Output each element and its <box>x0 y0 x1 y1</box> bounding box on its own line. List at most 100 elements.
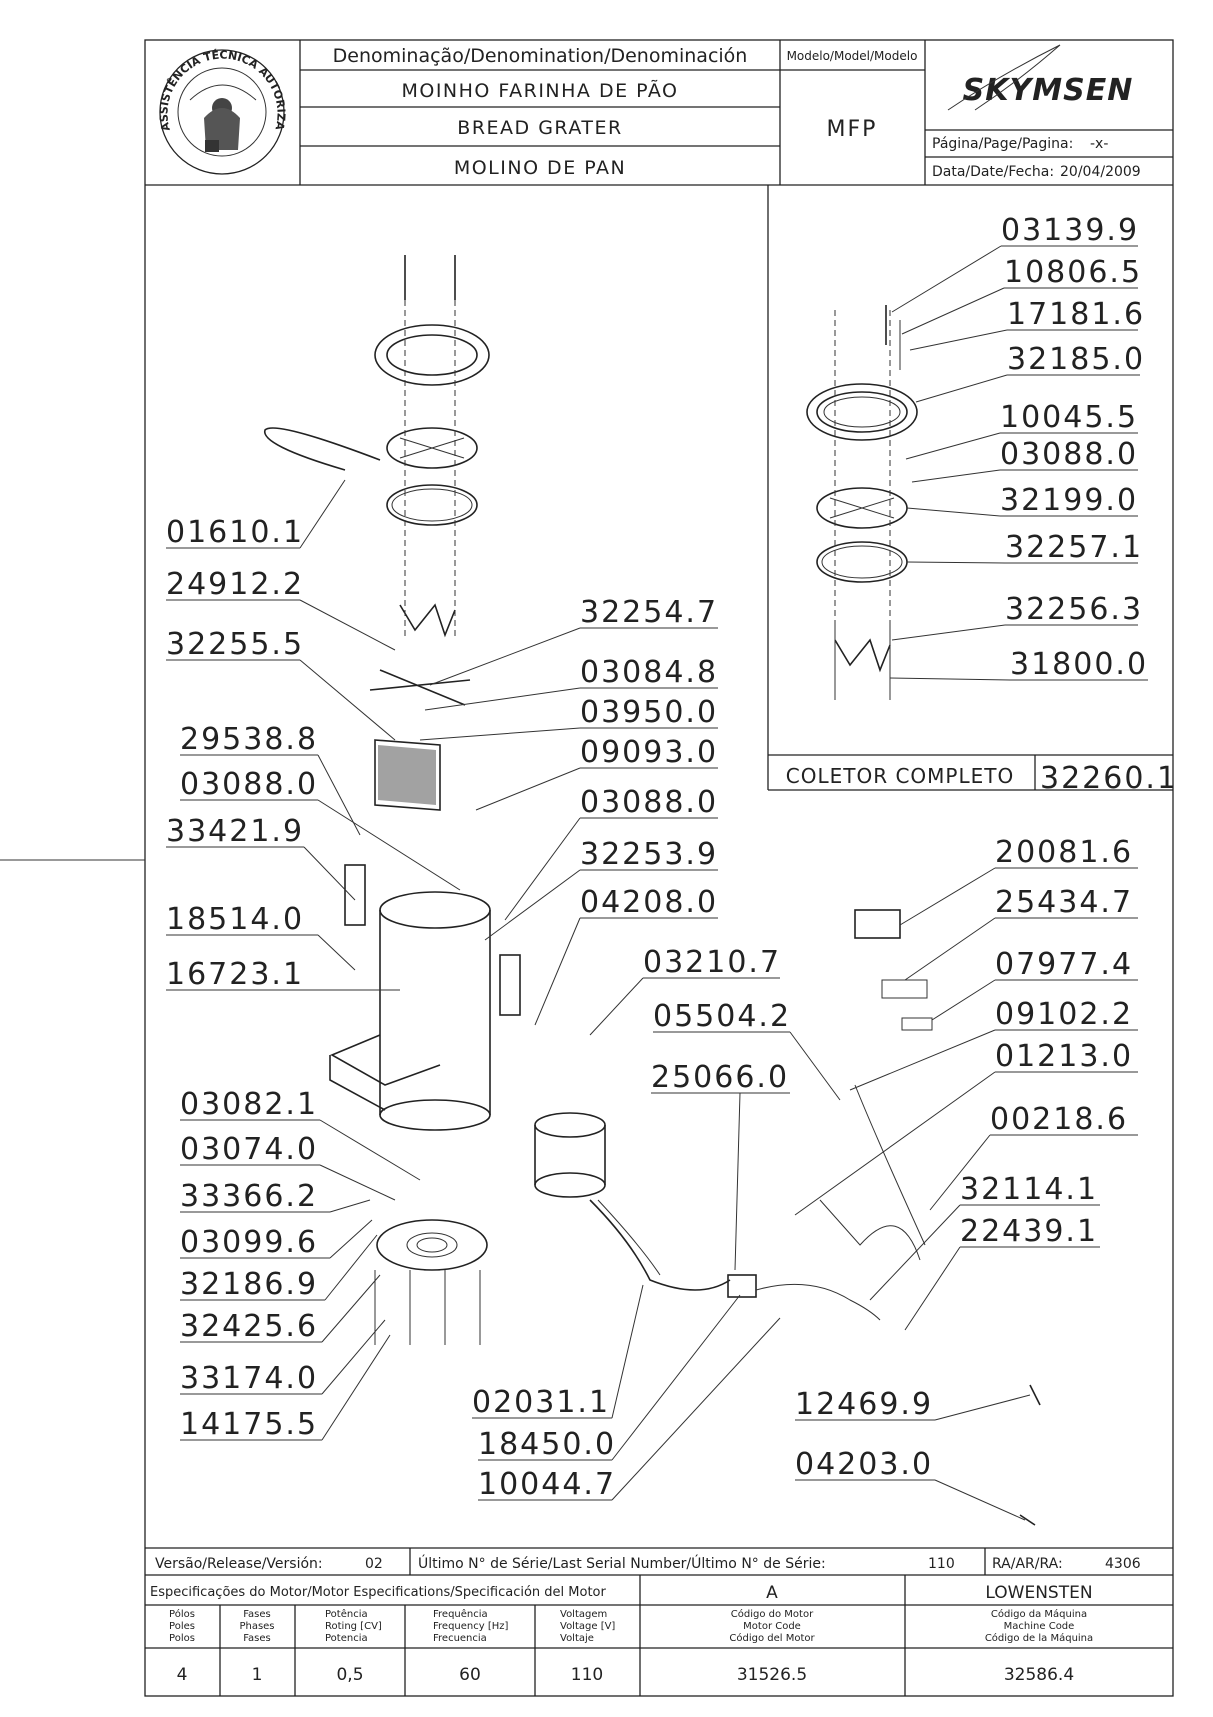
svg-text:Fases: Fases <box>243 1609 271 1620</box>
part-number: 01213.0 <box>995 1039 1133 1074</box>
part-number: 10806.5 <box>1004 255 1142 290</box>
title-block <box>145 40 1173 186</box>
part-number: 18514.0 <box>166 902 304 937</box>
gasket-cord <box>264 427 381 471</box>
svg-text:Código da Máquina: Código da Máquina <box>991 1608 1087 1620</box>
part-number: 16723.1 <box>166 957 304 992</box>
poles-value: 4 <box>177 1665 188 1685</box>
phases-value: 1 <box>252 1665 263 1685</box>
part-number: 03082.1 <box>180 1087 318 1122</box>
part-number: 25434.7 <box>995 885 1133 920</box>
machine-code-value: 32586.4 <box>1004 1665 1074 1685</box>
voltage-value: 110 <box>571 1665 603 1685</box>
motor-variant: A <box>766 1583 778 1603</box>
svg-text:Motor Code: Motor Code <box>743 1621 801 1632</box>
collector-label: COLETOR COMPLETO <box>786 764 1014 788</box>
svg-text:Roting [CV]: Roting [CV] <box>325 1621 382 1632</box>
drawing-frame <box>144 39 1174 1697</box>
version-value: 02 <box>365 1556 383 1572</box>
ra-label: RA/AR/RA: <box>992 1556 1063 1572</box>
ra-value: 4306 <box>1105 1556 1141 1572</box>
part-number: 03950.0 <box>580 695 718 730</box>
svg-text:Fases: Fases <box>243 1633 271 1644</box>
part-number: 33366.2 <box>180 1179 318 1214</box>
motor-code-value: 31526.5 <box>737 1665 807 1685</box>
part-number: 04203.0 <box>795 1447 933 1482</box>
manufacturer: LOWENSTEN <box>985 1583 1092 1603</box>
part-number: 03210.7 <box>643 945 781 980</box>
svg-text:Frecuencia: Frecuencia <box>433 1633 487 1644</box>
date-value: 20/04/2009 <box>1060 164 1141 180</box>
part-number: 32253.9 <box>580 837 718 872</box>
svg-text:Código do Motor: Código do Motor <box>731 1608 814 1620</box>
part-number: 17181.6 <box>1007 297 1145 332</box>
svg-text:Poles: Poles <box>169 1621 195 1632</box>
part-number: 32199.0 <box>1000 483 1138 518</box>
part-number: 03088.0 <box>180 767 318 802</box>
grater-assembly-drawing <box>264 255 1041 1526</box>
part-number: 03084.8 <box>580 655 718 690</box>
part-number: 01610.1 <box>166 515 304 550</box>
part-number: 03074.0 <box>180 1132 318 1167</box>
date-label: Data/Date/Fecha: <box>932 164 1054 180</box>
part-number: 29538.8 <box>180 722 318 757</box>
part-number: 24912.2 <box>166 567 304 602</box>
page-value: -x- <box>1090 136 1108 152</box>
motor-spec-label: Especificações do Motor/Motor Especifica… <box>150 1585 606 1600</box>
leader-lines <box>166 245 1148 1521</box>
part-number: 03139.9 <box>1001 213 1139 248</box>
svg-text:Voltage [V]: Voltage [V] <box>560 1621 615 1632</box>
brand-swoosh <box>947 44 1061 111</box>
svg-text:Polos: Polos <box>169 1633 195 1644</box>
collector-box <box>767 185 1173 791</box>
part-number: 04208.0 <box>580 885 718 920</box>
part-number: 32254.7 <box>580 595 718 630</box>
denomination-label: Denominação/Denomination/Denominación <box>333 45 748 67</box>
part-number: 31800.0 <box>1010 647 1148 682</box>
part-number: 32256.3 <box>1005 592 1143 627</box>
part-number: 22439.1 <box>960 1214 1098 1249</box>
part-number: 03099.6 <box>180 1225 318 1260</box>
part-number: 32186.9 <box>180 1267 318 1302</box>
part-number: 18450.0 <box>478 1427 616 1462</box>
power-value: 0,5 <box>336 1665 363 1685</box>
part-number: 10045.5 <box>1000 400 1138 435</box>
footer-table <box>145 1547 1173 1696</box>
svg-text:Código del Motor: Código del Motor <box>729 1632 815 1644</box>
svg-text:Potencia: Potencia <box>325 1633 368 1644</box>
serial-value: 110 <box>928 1556 955 1572</box>
part-number: 32257.1 <box>1005 530 1143 565</box>
svg-text:Frequência: Frequência <box>433 1608 488 1620</box>
name-spanish: MOLINO DE PAN <box>454 157 626 179</box>
model-value: MFP <box>827 117 878 142</box>
svg-text:Machine Code: Machine Code <box>1004 1621 1075 1632</box>
serial-label: Último N° de Série/Last Serial Number/Úl… <box>418 1554 826 1572</box>
svg-text:Código de la Máquina: Código de la Máquina <box>985 1632 1093 1644</box>
column-headers: Pólos Poles Polos Fases Phases Fases Pot… <box>169 1608 1093 1644</box>
version-label: Versão/Release/Versión: <box>155 1556 323 1572</box>
part-number: 09093.0 <box>580 735 718 770</box>
model-label: Modelo/Model/Modelo <box>787 49 918 63</box>
svg-text:Phases: Phases <box>239 1621 274 1632</box>
part-number: 25066.0 <box>651 1060 789 1095</box>
collector-code: 32260.1 <box>1040 761 1178 796</box>
authorized-service-seal <box>159 49 285 175</box>
part-number: 07977.4 <box>995 947 1133 982</box>
svg-text:Frequency [Hz]: Frequency [Hz] <box>433 1621 509 1632</box>
part-number: 05504.2 <box>653 999 791 1034</box>
part-number: 14175.5 <box>180 1407 318 1442</box>
svg-text:Voltagem: Voltagem <box>560 1609 607 1620</box>
part-number: 00218.6 <box>990 1102 1128 1137</box>
seal-text: ASSISTÊNCIA TÉCNICA AUTORIZADA <box>0 0 288 132</box>
part-number: 09102.2 <box>995 997 1133 1032</box>
part-number: 33174.0 <box>180 1361 318 1396</box>
name-english: BREAD GRATER <box>457 117 622 139</box>
svg-text:Pólos: Pólos <box>169 1608 195 1620</box>
part-number: 12469.9 <box>795 1387 933 1422</box>
part-number: 33421.9 <box>166 814 304 849</box>
part-number: 32255.5 <box>166 627 304 662</box>
part-number: 20081.6 <box>995 835 1133 870</box>
svg-text:Potência: Potência <box>325 1608 368 1620</box>
part-number: 32425.6 <box>180 1309 318 1344</box>
